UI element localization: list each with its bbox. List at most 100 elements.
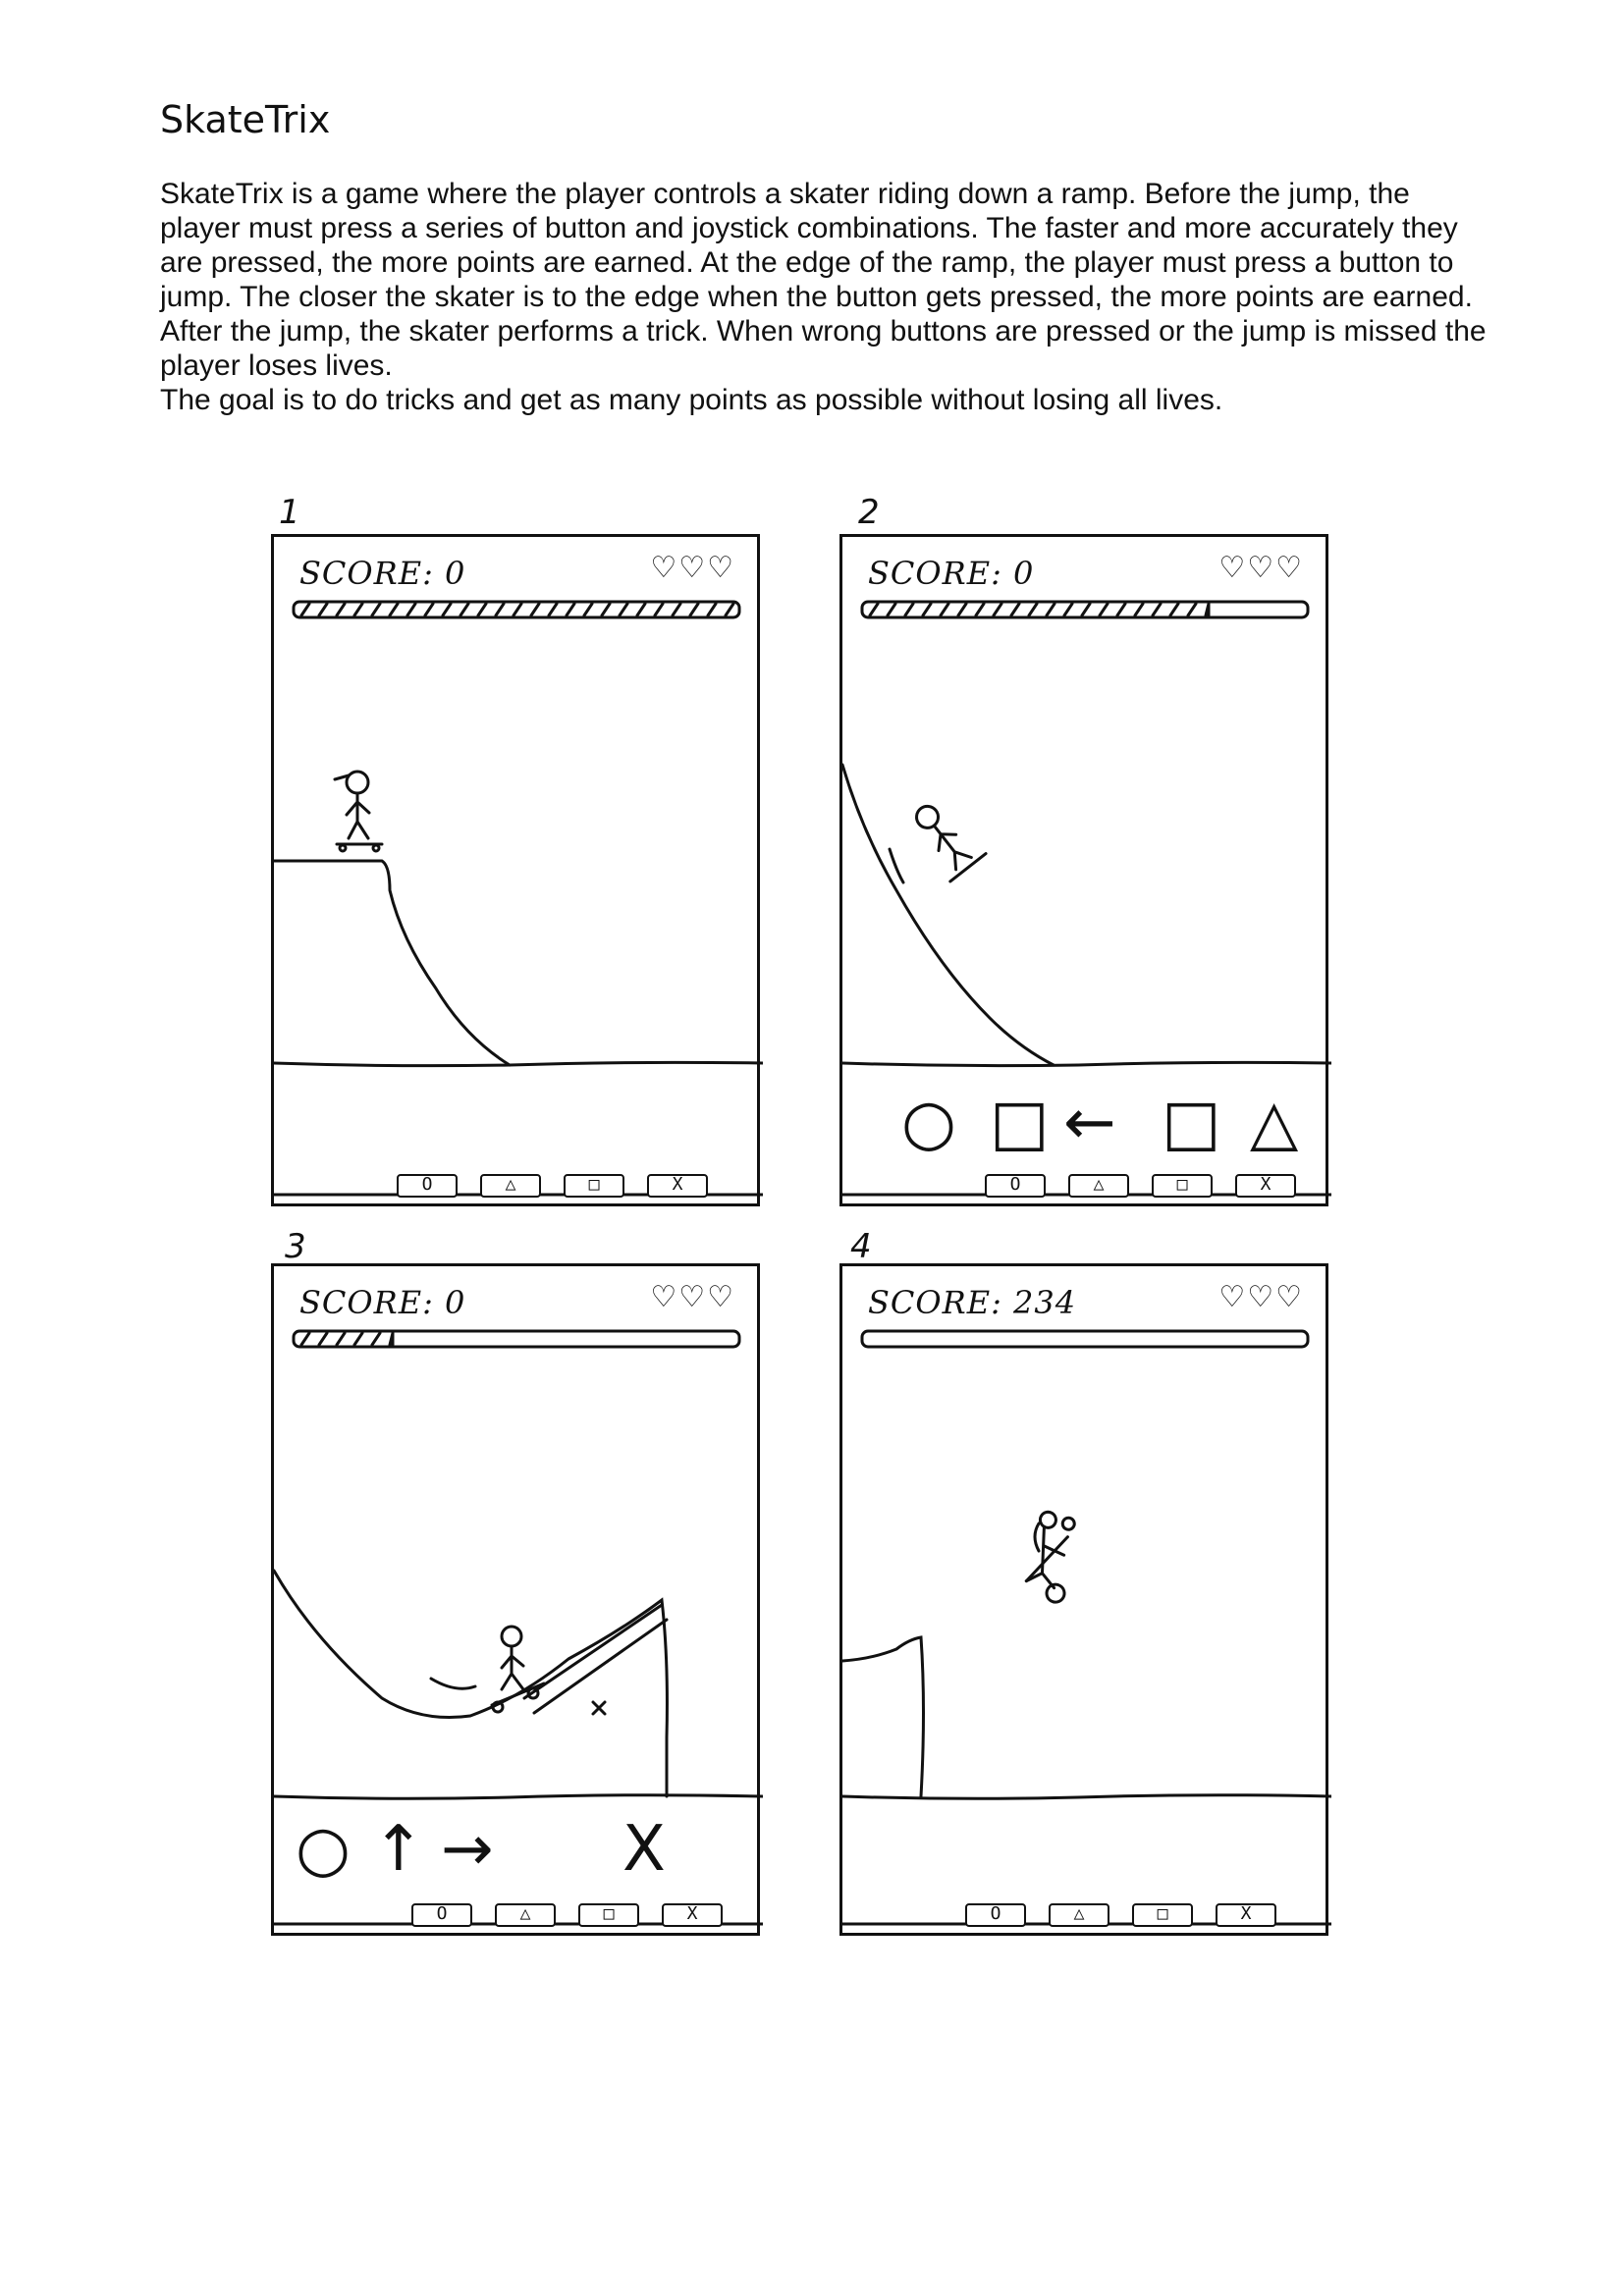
- progress-hatch: [888, 604, 895, 615]
- progress-hatch: [726, 604, 733, 615]
- progress-hatch: [354, 604, 362, 615]
- progress-hatch: [1170, 604, 1178, 615]
- progress-hatch: [1064, 604, 1072, 615]
- progress-hatch: [337, 1333, 345, 1345]
- panel-1-sketch: [274, 537, 763, 1209]
- description: SkateTrix is a game where the player con…: [160, 177, 1495, 417]
- skater: [492, 1627, 544, 1712]
- progress-hatch: [1029, 604, 1037, 615]
- progress-hatch: [460, 604, 468, 615]
- triangle-button[interactable]: △: [1049, 1903, 1109, 1927]
- progress-hatch: [584, 604, 592, 615]
- progress-hatch: [1082, 604, 1090, 615]
- progress-hatch: [708, 604, 716, 615]
- square-button[interactable]: □: [1132, 1903, 1193, 1927]
- progress-hatch: [301, 604, 309, 615]
- ground-line: [274, 1795, 763, 1799]
- progress-hatch: [976, 604, 984, 615]
- progress-hatch: [620, 604, 627, 615]
- circle-button[interactable]: O: [965, 1903, 1026, 1927]
- progress-hatch: [1117, 604, 1125, 615]
- score-label: SCORE: 0: [299, 555, 465, 592]
- progress-hatch: [319, 1333, 327, 1345]
- x-button[interactable]: X: [1216, 1903, 1276, 1927]
- progress-fill: [301, 1333, 393, 1345]
- square-button[interactable]: □: [578, 1903, 639, 1927]
- storyboard-panel-1: SCORE: 0 ♡♡♡ O △ □ X: [271, 534, 760, 1206]
- progress-hatch: [425, 604, 433, 615]
- progress-hatch: [443, 604, 451, 615]
- progress-hatch: [1135, 604, 1143, 615]
- combo-arrow-left-icon: ←: [1063, 1092, 1116, 1154]
- combo-circle-icon: ○: [296, 1818, 351, 1881]
- progress-hatch: [870, 604, 878, 615]
- progress-hatch: [655, 604, 663, 615]
- progress-hatch: [994, 604, 1001, 615]
- progress-hatch: [1047, 604, 1055, 615]
- panel-number-2: 2: [858, 493, 880, 532]
- ramp: [274, 861, 510, 1065]
- combo-square-icon: □: [1162, 1092, 1220, 1154]
- progress-hatch: [372, 1333, 380, 1345]
- progress-fill: [870, 604, 1209, 615]
- skater: [335, 772, 382, 851]
- combo-triangle-icon: △: [1250, 1092, 1298, 1154]
- combo-square-icon: □: [990, 1092, 1049, 1154]
- combo-circle-icon: ○: [901, 1092, 956, 1154]
- combo-x-icon: X: [622, 1818, 666, 1881]
- progress-hatch: [319, 604, 327, 615]
- progress-bar: [862, 1331, 1308, 1347]
- progress-hatch: [941, 604, 948, 615]
- panel-number-4: 4: [850, 1227, 872, 1266]
- progress-hatch: [478, 604, 486, 615]
- x-button[interactable]: X: [647, 1174, 708, 1198]
- lives-hearts-icon: ♡♡♡: [650, 1280, 735, 1314]
- progress-hatch: [301, 1333, 309, 1345]
- ground-line: [842, 1795, 1331, 1799]
- ramp: [842, 765, 1054, 1065]
- progress-hatch: [390, 604, 398, 615]
- combo-arrow-right-icon: →: [441, 1818, 494, 1881]
- progress-hatch: [514, 604, 521, 615]
- x-button[interactable]: X: [662, 1903, 723, 1927]
- storyboard-panel-4: SCORE: 234 ♡♡♡ O △ □ X: [839, 1263, 1328, 1936]
- progress-hatch: [337, 604, 345, 615]
- circle-button[interactable]: O: [397, 1174, 458, 1198]
- lives-hearts-icon: ♡♡♡: [650, 551, 735, 585]
- progress-hatch: [1153, 604, 1161, 615]
- description-paragraph-2: The goal is to do tricks and get as many…: [160, 383, 1495, 417]
- progress-hatch: [531, 604, 539, 615]
- progress-hatch: [958, 604, 966, 615]
- progress-hatch: [673, 604, 680, 615]
- progress-hatch: [1188, 604, 1196, 615]
- progress-hatch: [354, 1333, 362, 1345]
- triangle-button[interactable]: △: [1068, 1174, 1129, 1198]
- progress-hatch: [372, 604, 380, 615]
- score-label: SCORE: 234: [868, 1284, 1076, 1321]
- progress-hatch: [1100, 604, 1108, 615]
- x-button[interactable]: X: [1235, 1174, 1296, 1198]
- progress-hatch: [602, 604, 610, 615]
- description-paragraph-1: SkateTrix is a game where the player con…: [160, 177, 1495, 383]
- ground-line: [274, 1062, 763, 1065]
- score-label: SCORE: 0: [868, 555, 1034, 592]
- square-button[interactable]: □: [564, 1174, 624, 1198]
- circle-button[interactable]: O: [411, 1903, 472, 1927]
- skater-airborne: [1007, 1505, 1100, 1605]
- storyboard-panel-2: SCORE: 0 ♡♡♡ ○ □ ← □ △ O △ □ X: [839, 534, 1328, 1206]
- panel-number-1: 1: [279, 493, 300, 532]
- ramp: [274, 1571, 667, 1796]
- square-button[interactable]: □: [1152, 1174, 1213, 1198]
- panel-number-3: 3: [285, 1227, 306, 1266]
- triangle-button[interactable]: △: [480, 1174, 541, 1198]
- progress-fill: [301, 604, 733, 615]
- progress-hatch: [690, 604, 698, 615]
- storyboard-panel-3: SCORE: 0 ♡♡♡ ○ ↑ → X O △ □ X: [271, 1263, 760, 1936]
- lives-hearts-icon: ♡♡♡: [1218, 1280, 1304, 1314]
- progress-hatch: [549, 604, 557, 615]
- skater: [903, 794, 986, 881]
- triangle-button[interactable]: △: [495, 1903, 556, 1927]
- ground-line: [842, 1062, 1331, 1065]
- score-label: SCORE: 0: [299, 1284, 465, 1321]
- circle-button[interactable]: O: [985, 1174, 1046, 1198]
